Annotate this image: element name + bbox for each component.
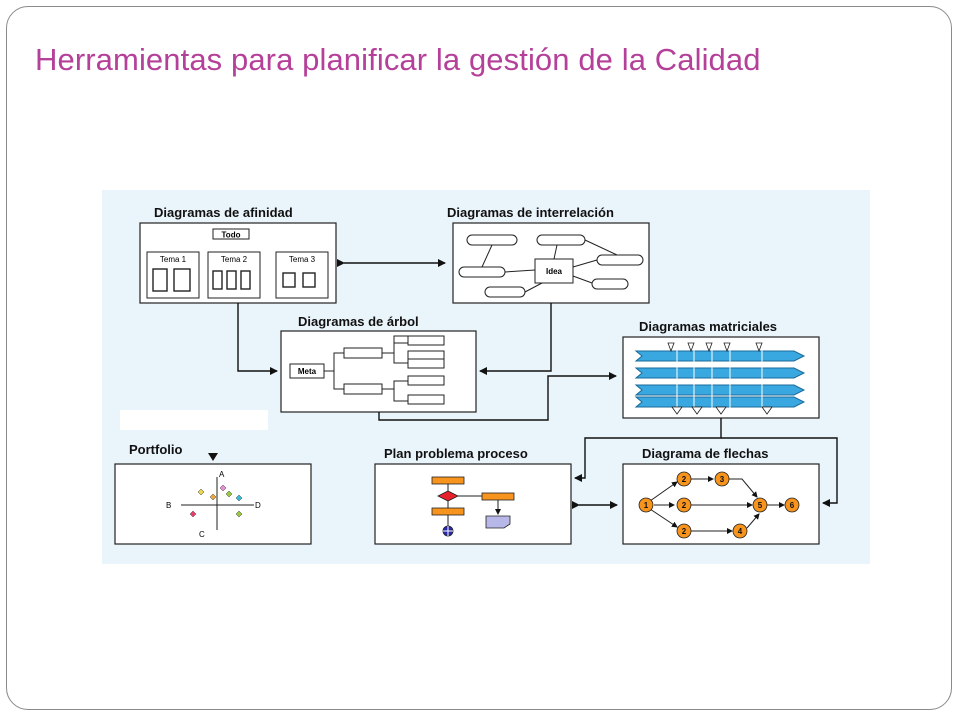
quality-tools-diagram: Diagramas de afinidad Todo Tema 1 Tema 2… xyxy=(102,190,870,564)
link-matrix-pdpc xyxy=(574,418,722,482)
white-patch xyxy=(120,410,268,430)
portfolio-diagram: Portfolio A B C D xyxy=(114,442,312,545)
tree-root-label: Meta xyxy=(298,367,317,376)
portfolio-marker xyxy=(208,453,218,461)
link-affinity-tree xyxy=(237,303,278,375)
idea-label: Idea xyxy=(546,267,563,276)
link-interrelation-tree xyxy=(479,303,552,375)
portfolio-label-a: A xyxy=(219,470,225,479)
theme-box-3 xyxy=(275,251,329,299)
interrelation-diagram: Diagramas de interrelación Idea xyxy=(447,205,650,304)
matrix-title: Diagramas matriciales xyxy=(639,319,777,334)
arrow-title: Diagrama de flechas xyxy=(642,446,768,461)
portfolio-box xyxy=(114,463,312,545)
idea-box xyxy=(534,258,574,284)
pdpc-diagram: Plan problema proceso xyxy=(374,446,572,545)
arrow-node-label-3: 3 xyxy=(720,475,725,484)
arrow-node-3 xyxy=(714,471,730,487)
arrow-node-label-2a: 2 xyxy=(682,475,687,484)
affinity-title: Diagramas de afinidad xyxy=(154,205,293,220)
slide-title: Herramientas para planificar la gestión … xyxy=(35,42,761,77)
arrow-nodes xyxy=(638,471,800,539)
link-matrix-arrow xyxy=(721,437,838,507)
theme-box-2 xyxy=(207,251,261,299)
link-tree-matrix xyxy=(378,372,617,421)
arrow-node-4 xyxy=(732,523,748,539)
affinity-top-box xyxy=(212,228,250,240)
arrow-node-label-5: 5 xyxy=(758,501,763,510)
arrow-node-label-2c: 2 xyxy=(682,527,687,536)
theme-label-3: Tema 3 xyxy=(289,255,316,264)
theme-label-1: Tema 1 xyxy=(160,255,187,264)
arrow-diagram: Diagrama de flechas 1 2 3 2 xyxy=(622,446,820,545)
interrelation-title: Diagramas de interrelación xyxy=(447,205,614,220)
affinity-top-label: Todo xyxy=(222,231,241,240)
theme-label-2: Tema 2 xyxy=(221,255,248,264)
portfolio-label-b: B xyxy=(166,501,171,510)
pdpc-title: Plan problema proceso xyxy=(384,446,528,461)
pdpc-box xyxy=(374,463,572,545)
arrow-node-5 xyxy=(752,497,768,513)
arrow-node-label-4: 4 xyxy=(738,527,743,536)
arrow-node-2a xyxy=(676,471,692,487)
tree-title: Diagramas de árbol xyxy=(298,314,419,329)
arrow-node-2c xyxy=(676,523,692,539)
matrix-diagram: Diagramas matriciales xyxy=(622,319,820,419)
arrow-node-label-2b: 2 xyxy=(682,501,687,510)
arrow-node-label-6: 6 xyxy=(790,501,795,510)
portfolio-label-d: D xyxy=(255,501,261,510)
arrow-node-2b xyxy=(676,497,692,513)
arrow-node-6 xyxy=(784,497,800,513)
tree-diagram: Diagramas de árbol Meta xyxy=(280,314,477,413)
affinity-diagram: Diagramas de afinidad Todo Tema 1 Tema 2… xyxy=(139,205,337,304)
portfolio-title: Portfolio xyxy=(129,442,182,457)
portfolio-label-c: C xyxy=(199,530,205,539)
arrow-node-label-1: 1 xyxy=(644,501,649,510)
arrow-node-1 xyxy=(638,497,654,513)
